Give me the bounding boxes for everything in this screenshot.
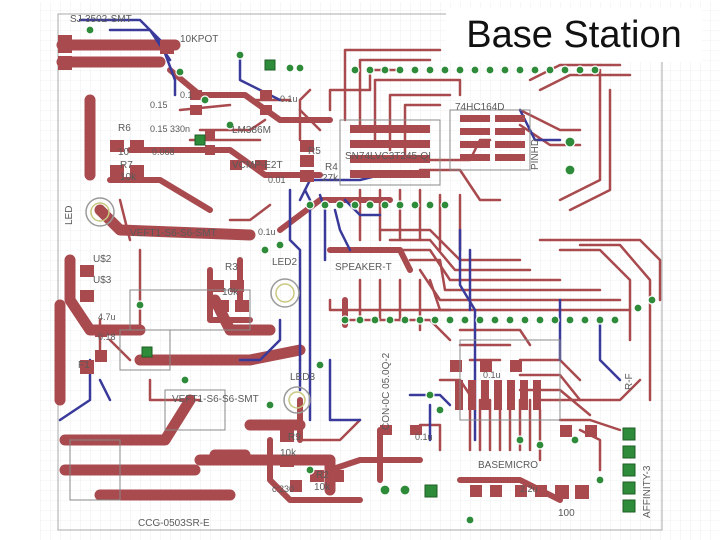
label-led2: LED2 [272, 257, 297, 268]
label-c-330: 0.15 330n [150, 124, 190, 134]
label-pinhd: PINHD [530, 139, 541, 170]
slide-title: Base Station [446, 8, 702, 62]
led-left-ring [85, 197, 115, 227]
label-r2-val: 10k [314, 482, 331, 493]
connector-pads [141, 59, 636, 513]
label-r5: R5 [308, 146, 321, 157]
label-vcmp-val: 0.01 [268, 175, 286, 185]
label-r6-val: 10 [118, 147, 130, 158]
label-c-sm2: 0.1u [415, 432, 433, 442]
label-vet2: VEFT1-S6-S6-SMT [172, 394, 259, 405]
label-vet1: VEFT1-S6-S6-SMT [130, 228, 217, 239]
label-c-nine: 0.1u [258, 227, 276, 237]
led2-ring [270, 278, 300, 308]
label-r6: R6 [118, 123, 131, 134]
label-r2: R2 [316, 470, 329, 481]
label-u3: U$3 [93, 275, 112, 286]
label-c15b: 0.15 [150, 100, 168, 110]
label-c-01u: 0.1u [280, 94, 298, 104]
led-footprints [85, 197, 311, 414]
silkscreen-outlines [69, 109, 561, 501]
label-connector: AFFINITY-3 [642, 465, 653, 518]
label-vcmp: VCMP-E2T [232, 160, 283, 171]
label-sj-smt: SJ-3502-SMT [70, 14, 132, 25]
label-r3-val: 10k [222, 287, 239, 298]
label-lm386: LM386M [232, 125, 271, 136]
label-u2: U$2 [93, 254, 112, 265]
label-r4-val: 27k [322, 173, 339, 184]
label-f1: F1 [78, 360, 90, 371]
component-pads [58, 35, 597, 499]
label-r7: R7 [120, 160, 133, 171]
label-c230: c:230 [272, 484, 294, 494]
label-r9-val: 10k [280, 448, 297, 459]
label-pot: 10KPOT [180, 34, 218, 45]
label-r4: R4 [325, 162, 338, 173]
label-rf: R-F [624, 373, 635, 390]
label-led3: LED3 [290, 372, 315, 383]
label-hc164: 74HC164D [455, 102, 504, 113]
label-speaker: SPEAKER-T [335, 262, 392, 273]
board-outline [57, 13, 663, 531]
ic-pin-rows [350, 115, 541, 410]
led3-ring [283, 386, 311, 414]
label-c-sm3: 2.2u [520, 484, 538, 494]
label-r-100: 100 [558, 508, 575, 519]
label-r9: R9 [288, 432, 301, 443]
label-c47: 4.7u [98, 312, 116, 322]
label-c018: 0.18 [98, 332, 116, 342]
label-r7-val: 10k [120, 172, 137, 183]
label-r3: R3 [225, 262, 238, 273]
label-sn74: SN74LVC3T245-QI [345, 151, 431, 162]
label-c15: 0.1 [180, 90, 193, 100]
label-c68: 0.068 [152, 147, 175, 157]
label-conn: CON-0C 05.0Q-2 [381, 352, 392, 430]
label-crystal: CCG-0503SR-E [138, 518, 210, 529]
label-c-sm1: 0.1u [483, 370, 501, 380]
label-led-left: LED [64, 206, 75, 225]
label-basemicro: BASEMICRO [478, 460, 538, 471]
vias [85, 25, 657, 525]
